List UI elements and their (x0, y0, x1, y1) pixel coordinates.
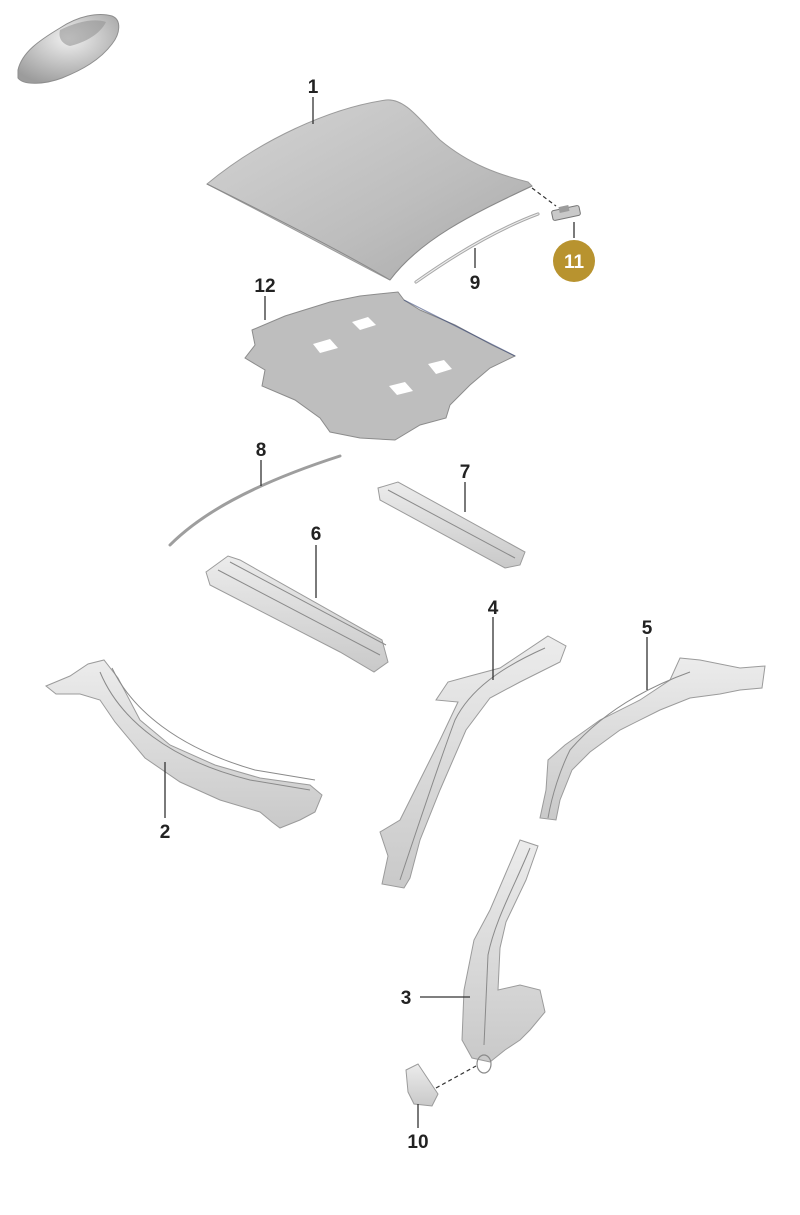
b-pillar-part (461, 839, 546, 1074)
callout-8[interactable]: 8 (256, 440, 267, 461)
callout-12[interactable]: 12 (254, 276, 275, 297)
callout-6[interactable]: 6 (311, 524, 322, 545)
rear-roof-cross-member-part (377, 481, 526, 569)
callout-4[interactable]: 4 (488, 598, 499, 619)
roof-panel-part (206, 99, 533, 281)
callout-11-highlighted[interactable]: 11 (553, 240, 595, 282)
callout-3[interactable]: 3 (401, 988, 412, 1009)
headliner-insulation-part (244, 291, 517, 441)
callout-9[interactable]: 9 (470, 273, 481, 294)
roof-side-rail-part (539, 657, 766, 821)
callout-7[interactable]: 7 (460, 462, 471, 483)
vehicle-thumbnail-icon (17, 14, 120, 84)
front-roof-cross-member-part (205, 555, 389, 673)
bracket-assembly-line (435, 1065, 477, 1089)
callout-11[interactable]: 11 (564, 252, 585, 273)
clip-assembly-line (531, 187, 557, 207)
windshield-seal-strip-part (168, 454, 342, 547)
callout-5[interactable]: 5 (642, 618, 653, 639)
roof-clip-part (551, 205, 581, 221)
callout-10[interactable]: 10 (407, 1132, 428, 1153)
leader-lines (164, 97, 648, 1128)
callout-1[interactable]: 1 (308, 77, 319, 98)
windshield-frame-part (45, 659, 323, 829)
callout-2[interactable]: 2 (160, 822, 171, 843)
bracket-part (405, 1063, 439, 1107)
highlight-badge (553, 240, 595, 282)
a-pillar-part (379, 635, 567, 889)
roof-seal-strip-part (414, 212, 540, 284)
